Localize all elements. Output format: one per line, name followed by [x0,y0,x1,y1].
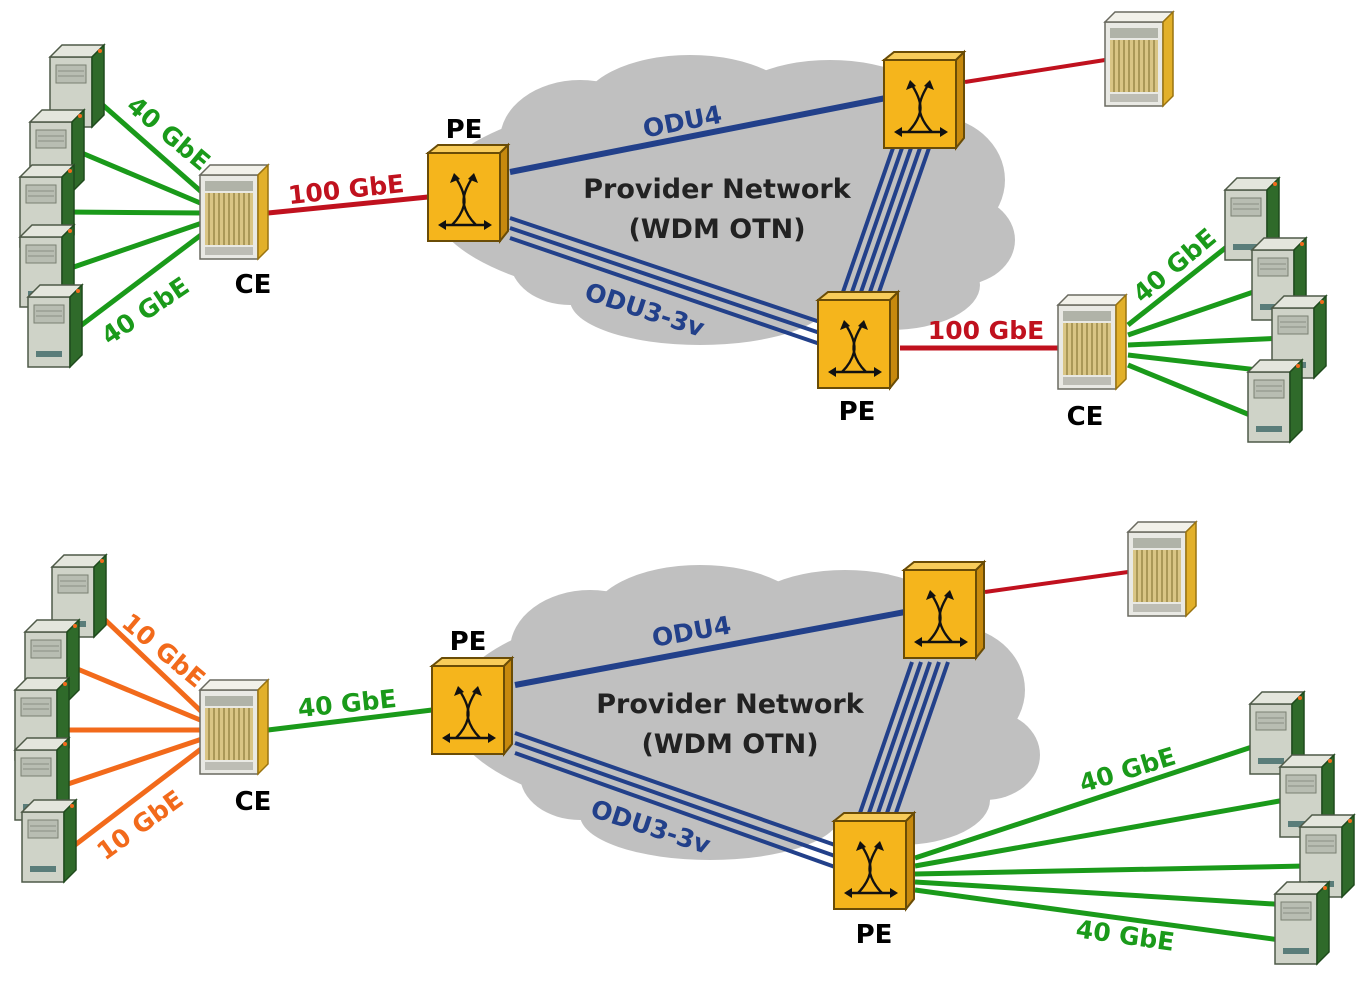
right-link-label-top: 40 GbE [1127,223,1221,309]
server-tower-icon [21,799,77,883]
ce-switch-icon [1127,521,1197,617]
left-server-links-top [64,83,207,332]
pe-router-icon [882,50,966,150]
pe-remote-ce-link-top [964,58,1106,84]
pe-router-icon [902,560,986,660]
uplink-label-top: 100 GbE [287,169,406,210]
pe-router-icon [832,811,916,911]
ce-switch-icon [1104,11,1174,107]
bottom-diagram: CE PE PE Provider Network (WDM OTN) ODU4… [14,521,1355,965]
server-tower-icon [27,284,83,368]
top-diagram: CE PE PE CE Provider Network (WDM OTN) O… [19,11,1327,443]
odu3-links-top [509,216,821,346]
pe-label-top-right: PE [839,397,876,427]
ce-pe-uplink-bottom [267,707,433,733]
cloud-subtitle-bottom: (WDM OTN) [641,729,818,760]
pe-router-icon [430,656,514,756]
odu4-link-top [509,95,887,175]
pe-remote-ce-link-bottom [984,570,1129,594]
server-tower-icon [1274,881,1330,965]
pe-label-bottom-right: PE [856,920,893,950]
ce-label-bottom: CE [235,787,272,817]
left-link-label-top-b: 40 GbE [96,271,194,350]
right-link-label-bottom-b: 40 GbE [1074,914,1176,956]
ce-pe-uplink-top [267,194,429,216]
right-uplink-label-top: 100 GbE [928,316,1044,345]
pe-label-top-left: PE [446,115,483,145]
pe-pe-links-bottom [858,661,950,814]
pe-router-icon [426,143,510,243]
ce-switch-icon [199,679,269,775]
ce-switch-icon [1057,294,1127,390]
left-server-links-bottom [64,613,207,847]
pe-router-icon [816,290,900,390]
cloud-title-bottom: Provider Network [596,689,864,720]
server-tower-icon [1247,359,1303,443]
cloud-subtitle-top: (WDM OTN) [628,214,805,245]
ce-label-top-right: CE [1067,402,1104,432]
left-link-label-bottom-a: 10 GbE [116,608,210,694]
pe-pe-links-top [841,147,931,293]
odu4-link-bottom [514,609,906,688]
pe-label-bottom-left: PE [450,627,487,657]
ce-switch-icon [199,164,269,260]
odu3-links-bottom [514,731,836,869]
right-server-links-bottom [914,742,1306,943]
cloud-title-top: Provider Network [583,174,851,205]
ce-label-top: CE [235,270,272,300]
